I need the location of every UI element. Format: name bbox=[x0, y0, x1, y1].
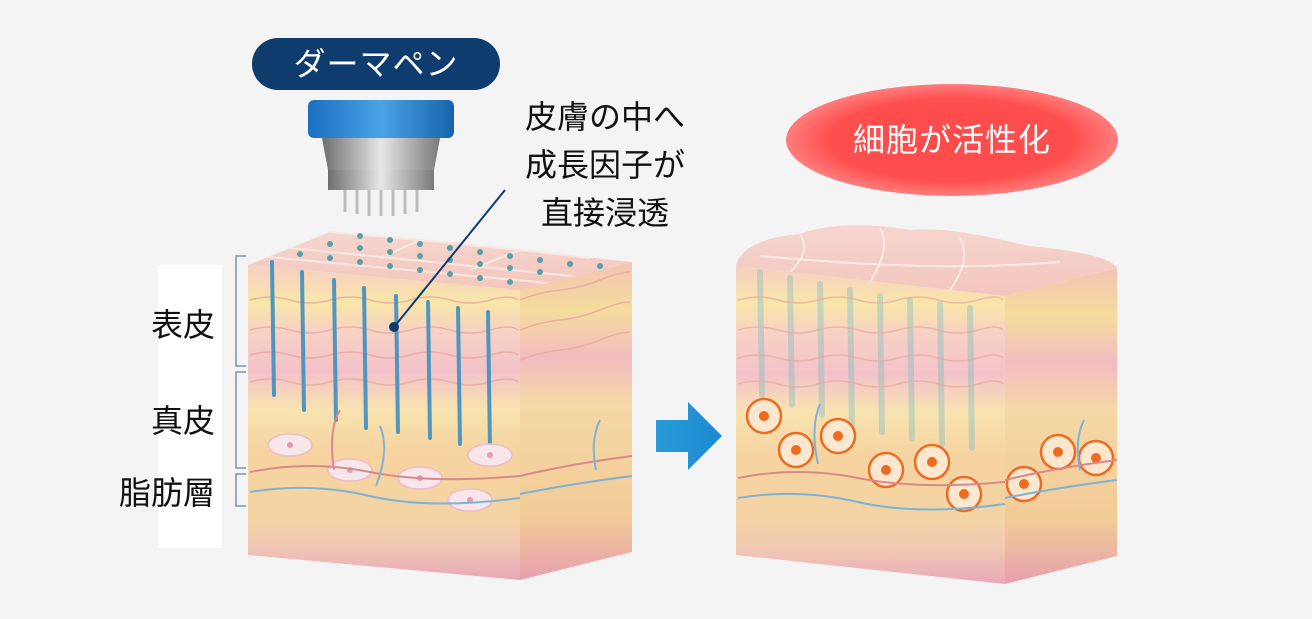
annotation-line-1: 皮膚の中へ bbox=[524, 98, 685, 136]
skin-block-after bbox=[736, 225, 1118, 584]
layer-label-fat: 脂肪層 bbox=[118, 474, 215, 512]
dermapen-icon bbox=[308, 100, 454, 216]
annotation-line-3: 直接浸透 bbox=[540, 194, 669, 232]
annotation-leader-line bbox=[393, 189, 506, 328]
device-label: ダーマペン bbox=[252, 38, 500, 90]
layer-label-epidermis: 表皮 bbox=[150, 306, 215, 344]
arrow-right-icon bbox=[656, 402, 722, 470]
annotation-dot bbox=[389, 322, 399, 332]
result-label: 細胞が活性化 bbox=[786, 84, 1118, 196]
layer-label-panel bbox=[158, 265, 222, 548]
annotation-line-2: 成長因子が bbox=[524, 146, 685, 184]
skin-block-before bbox=[248, 231, 633, 580]
layer-bracket bbox=[235, 255, 246, 507]
layer-label-dermis: 真皮 bbox=[150, 402, 215, 440]
